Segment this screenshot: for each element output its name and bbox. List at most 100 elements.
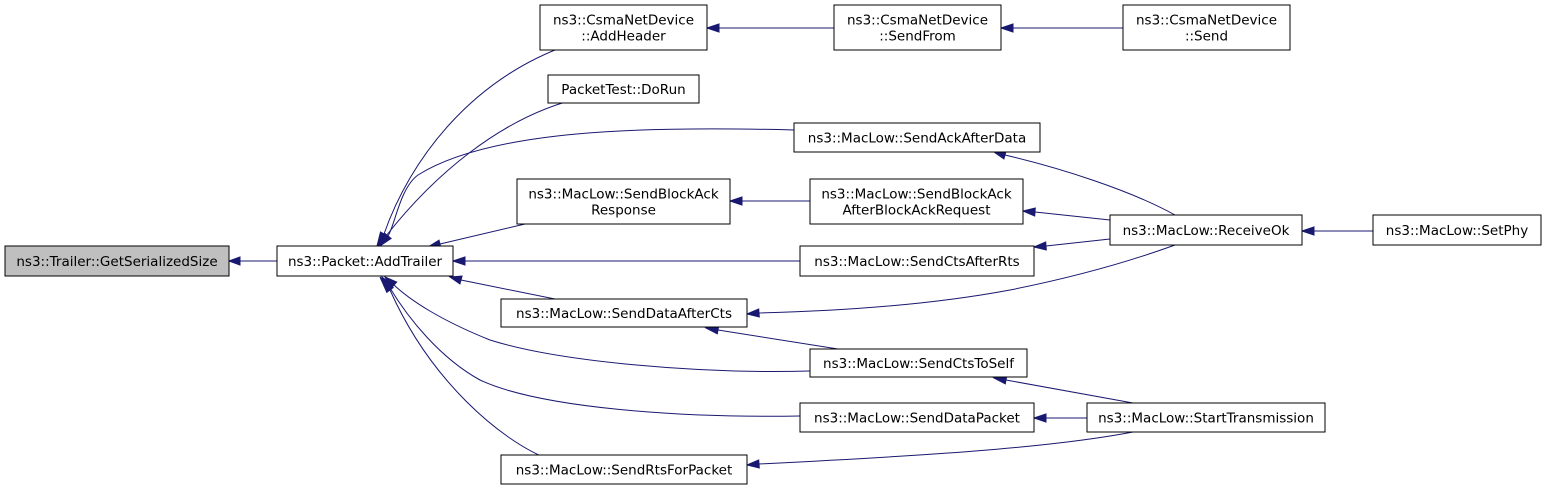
arrowhead-icon <box>451 256 466 266</box>
node-label: ns3::Trailer::GetSerializedSize <box>16 254 217 270</box>
node-label: AfterBlockAckRequest <box>842 203 990 219</box>
edge-starttransmission-to-senddatapacket <box>1032 413 1087 423</box>
arrowhead-icon <box>999 23 1014 33</box>
node-box[interactable] <box>500 454 748 485</box>
edge-line <box>439 223 526 245</box>
node-box[interactable] <box>799 245 1035 277</box>
node-label: ns3::CsmaNetDevice <box>847 13 988 29</box>
node-label: Response <box>591 203 656 219</box>
node-sendblockackafterreq[interactable]: ns3::MacLow::SendBlockAckAfterBlockAckRe… <box>809 178 1024 225</box>
node-label: ns3::MacLow::SendAckAfterData <box>808 131 1026 147</box>
node-box[interactable] <box>516 178 731 225</box>
node-label: ns3::MacLow::SendBlockAck <box>528 187 718 203</box>
edge-receiveok-to-sendblockackafterreq <box>1021 207 1111 221</box>
arrowhead-icon <box>227 256 241 266</box>
node-csma_sendfrom[interactable]: ns3::CsmaNetDevice::SendFrom <box>833 4 1002 51</box>
edge-sendblockackresponse-to-packet_addtrailer <box>426 223 526 249</box>
node-packettest_dorun[interactable]: PacketTest::DoRun <box>547 74 700 104</box>
edge-receiveok-to-senddataaftercts <box>745 244 1176 318</box>
edge-line <box>1005 379 1134 404</box>
edge-receiveok-to-sendctsafterrts <box>1032 238 1111 251</box>
node-box[interactable] <box>547 74 700 104</box>
edge-line <box>389 289 549 460</box>
node-trailer_getsize[interactable]: ns3::Trailer::GetSerializedSize <box>4 245 230 277</box>
node-box[interactable] <box>539 4 708 51</box>
node-senddatapacket[interactable]: ns3::MacLow::SendDataPacket <box>799 402 1035 433</box>
edge-packet_addtrailer-to-trailer_getsize <box>227 256 277 266</box>
node-sendrtsforpacket[interactable]: ns3::MacLow::SendRtsForPacket <box>500 454 748 485</box>
node-box[interactable] <box>1109 214 1303 246</box>
node-box[interactable] <box>276 245 454 277</box>
edge-sendctsafterrts-to-packet_addtrailer <box>451 256 800 266</box>
node-label: ns3::MacLow::SendBlockAck <box>821 187 1011 203</box>
node-box[interactable] <box>4 245 230 277</box>
nodes-layer: ns3::Trailer::GetSerializedSize ns3::Pack… <box>4 4 1542 485</box>
edge-line <box>1034 211 1111 221</box>
arrowhead-icon <box>1021 207 1036 217</box>
edge-line <box>383 44 569 235</box>
node-receiveok[interactable]: ns3::MacLow::ReceiveOk <box>1109 214 1303 246</box>
node-box[interactable] <box>1122 4 1291 51</box>
edge-sendrtsforpacket-to-packet_addtrailer <box>379 276 549 460</box>
node-label: ns3::MacLow::StartTransmission <box>1098 411 1314 427</box>
node-label: ns3::MacLow::SetPhy <box>1386 223 1528 239</box>
edge-line <box>1045 238 1111 247</box>
node-box[interactable] <box>500 298 748 328</box>
arrowhead-icon <box>378 232 392 248</box>
node-label: ::SendFrom <box>879 29 956 45</box>
edge-line <box>393 284 811 372</box>
node-label: ns3::Packet::AddTrailer <box>288 254 443 270</box>
node-box[interactable] <box>799 402 1035 433</box>
edge-line <box>460 279 556 300</box>
arrowhead-icon <box>728 196 743 206</box>
node-box[interactable] <box>809 348 1028 378</box>
node-label: ns3::MacLow::SendDataPacket <box>814 411 1020 427</box>
node-sendctsafterrts[interactable]: ns3::MacLow::SendCtsAfterRts <box>799 245 1035 277</box>
node-box[interactable] <box>1372 214 1542 246</box>
edge-setphy-to-receiveok <box>1300 226 1373 236</box>
node-label: PacketTest::DoRun <box>561 82 685 98</box>
arrowhead-icon <box>448 275 463 285</box>
node-box[interactable] <box>809 178 1024 225</box>
node-starttransmission[interactable]: ns3::MacLow::StartTransmission <box>1086 402 1326 433</box>
edge-sendackafterdata-to-packet_addtrailer <box>378 128 795 248</box>
edge-line <box>389 287 801 417</box>
edge-line <box>1004 154 1176 216</box>
edge-line <box>758 244 1176 314</box>
edges-layer <box>227 23 1373 469</box>
edge-line <box>387 128 795 237</box>
edge-csma_sendfrom-to-csma_addheader <box>705 23 834 33</box>
edge-senddatapacket-to-packet_addtrailer <box>380 275 801 417</box>
node-label: ::AddHeader <box>581 29 666 45</box>
node-setphy[interactable]: ns3::MacLow::SetPhy <box>1372 214 1542 246</box>
node-label: ::Send <box>1185 29 1228 45</box>
node-csma_addheader[interactable]: ns3::CsmaNetDevice::AddHeader <box>539 4 708 51</box>
node-box[interactable] <box>793 122 1041 153</box>
node-label: ns3::MacLow::SendRtsForPacket <box>516 463 733 479</box>
node-csma_send[interactable]: ns3::CsmaNetDevice::Send <box>1122 4 1291 51</box>
edge-sendctstoself-to-senddataaftercts <box>704 325 839 350</box>
node-label: ns3::MacLow::SendDataAfterCts <box>516 306 732 322</box>
edge-csma_send-to-csma_sendfrom <box>999 23 1123 33</box>
arrowhead-icon <box>1032 413 1047 423</box>
arrowhead-icon <box>1300 226 1315 236</box>
edge-line <box>717 329 839 350</box>
node-label: ns3::MacLow::SendCtsAfterRts <box>814 254 1019 270</box>
arrowhead-icon <box>705 23 720 33</box>
edge-line <box>758 431 1134 465</box>
node-packet_addtrailer[interactable]: ns3::Packet::AddTrailer <box>276 245 454 277</box>
edge-sendblockackafterreq-to-sendblockackresponse <box>728 196 810 206</box>
arrowhead-icon <box>745 459 760 469</box>
node-sendctstoself[interactable]: ns3::MacLow::SendCtsToSelf <box>809 348 1028 378</box>
node-sendackafterdata[interactable]: ns3::MacLow::SendAckAfterData <box>793 122 1041 153</box>
arrowhead-icon <box>1032 241 1047 251</box>
node-box[interactable] <box>833 4 1002 51</box>
node-label: ns3::CsmaNetDevice <box>553 13 694 29</box>
node-senddataaftercts[interactable]: ns3::MacLow::SendDataAfterCts <box>500 298 748 328</box>
edge-senddataaftercts-to-packet_addtrailer <box>448 275 556 300</box>
edge-starttransmission-to-sendrtsforpacket <box>745 431 1134 469</box>
node-label: ns3::CsmaNetDevice <box>1136 13 1277 29</box>
node-box[interactable] <box>1086 402 1326 433</box>
